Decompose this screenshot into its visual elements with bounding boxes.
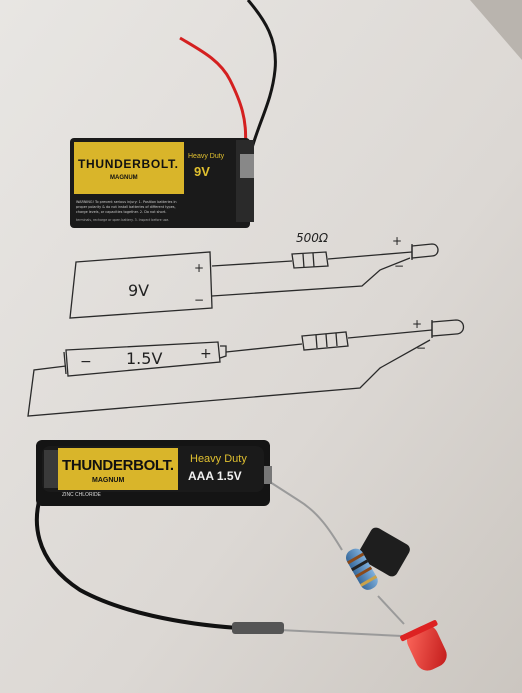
led-body xyxy=(406,625,447,671)
sketch-resistor-2-to-led xyxy=(347,329,433,339)
battery-9v-warning-3: charge levels, or capacities together. 2… xyxy=(76,210,166,214)
sketch-resistor-label: 500Ω xyxy=(296,231,329,245)
sketch-aaa-minus: − xyxy=(80,354,92,370)
sketch-aaa-label: 1.5V xyxy=(126,349,162,368)
sketch-labels: 500Ω 9V 1.5V + − − + + − + − xyxy=(80,231,426,370)
battery-9v-warning-2: proper polarity & do not install batteri… xyxy=(76,205,176,209)
sketch-9v-negative-wire xyxy=(211,257,411,297)
red-wire xyxy=(179,36,248,149)
battery-aaa-chemistry: ZINC CHLORIDE xyxy=(62,492,102,498)
sketch-aaa-plus: + xyxy=(200,346,212,362)
battery-aaa-minus-end xyxy=(44,450,58,488)
sketch-led-1 xyxy=(411,243,439,259)
battery-9v-yellow-label xyxy=(74,142,184,194)
table-edge xyxy=(470,0,522,60)
battery-aaa-type: Heavy Duty xyxy=(190,453,247,465)
sketch-9v-label: 9V xyxy=(128,281,149,300)
battery-9v-warning-1: WARNING! To prevent serious injury: 1. P… xyxy=(76,200,177,204)
aaa-holder-end-contact xyxy=(262,466,272,484)
black-wire xyxy=(246,0,277,149)
battery-9v-warning-4: terminals, recharge or open battery. 3. … xyxy=(76,218,169,222)
circuit-sketch xyxy=(27,243,465,417)
battery-aaa-sub-brand: MAGNUM xyxy=(92,477,124,484)
sketch-aaa-positive-wire xyxy=(225,343,303,353)
sketch-resistor-to-led xyxy=(327,251,413,260)
sketch-led1-plus: + xyxy=(392,234,402,248)
sketch-aaa-body xyxy=(65,341,221,377)
battery-9v-type: Heavy Duty xyxy=(188,153,225,160)
heat-shrink xyxy=(358,527,410,577)
battery-9v-voltage: 9V xyxy=(194,164,210,179)
battery-9v-sub-brand: MAGNUM xyxy=(110,175,138,181)
sketch-9v-positive-wire xyxy=(211,260,293,267)
sketch-led-2 xyxy=(431,319,465,337)
battery-aaa-brand: THUNDERBOLT. xyxy=(62,457,174,474)
sketch-resistor-2 xyxy=(301,331,349,351)
battery-9v-side-cap xyxy=(236,140,254,222)
sketch-led2-plus: + xyxy=(412,317,422,331)
battery-aaa-size-voltage: AAA 1.5V xyxy=(188,469,242,483)
sketch-9v-minus: − xyxy=(194,293,204,307)
sketch-led2-minus: − xyxy=(416,341,426,355)
sketch-led1-minus: − xyxy=(394,259,404,273)
battery-9v-terminal xyxy=(240,154,254,178)
sketch-9v-box xyxy=(69,251,213,319)
sketch-aaa-negative-wire xyxy=(27,339,431,417)
resistor-lead xyxy=(269,481,343,551)
sketch-resistor-1 xyxy=(291,251,329,269)
resistor-to-led-leg xyxy=(377,595,405,625)
black-lead-wire xyxy=(34,485,239,630)
wire-connector xyxy=(232,622,284,634)
battery-aaa: THUNDERBOLT. MAGNUM Heavy Duty AAA 1.5V … xyxy=(42,446,264,498)
real-circuit: THUNDERBOLT. MAGNUM Heavy Duty AAA 1.5V … xyxy=(34,440,447,671)
sketch-9v-plus: + xyxy=(194,261,204,275)
battery-aaa-yellow-label xyxy=(58,448,178,490)
battery-9v-brand: THUNDERBOLT. xyxy=(78,157,178,171)
battery-9v: THUNDERBOLT. MAGNUM Heavy Duty 9V WARNIN… xyxy=(70,0,277,228)
